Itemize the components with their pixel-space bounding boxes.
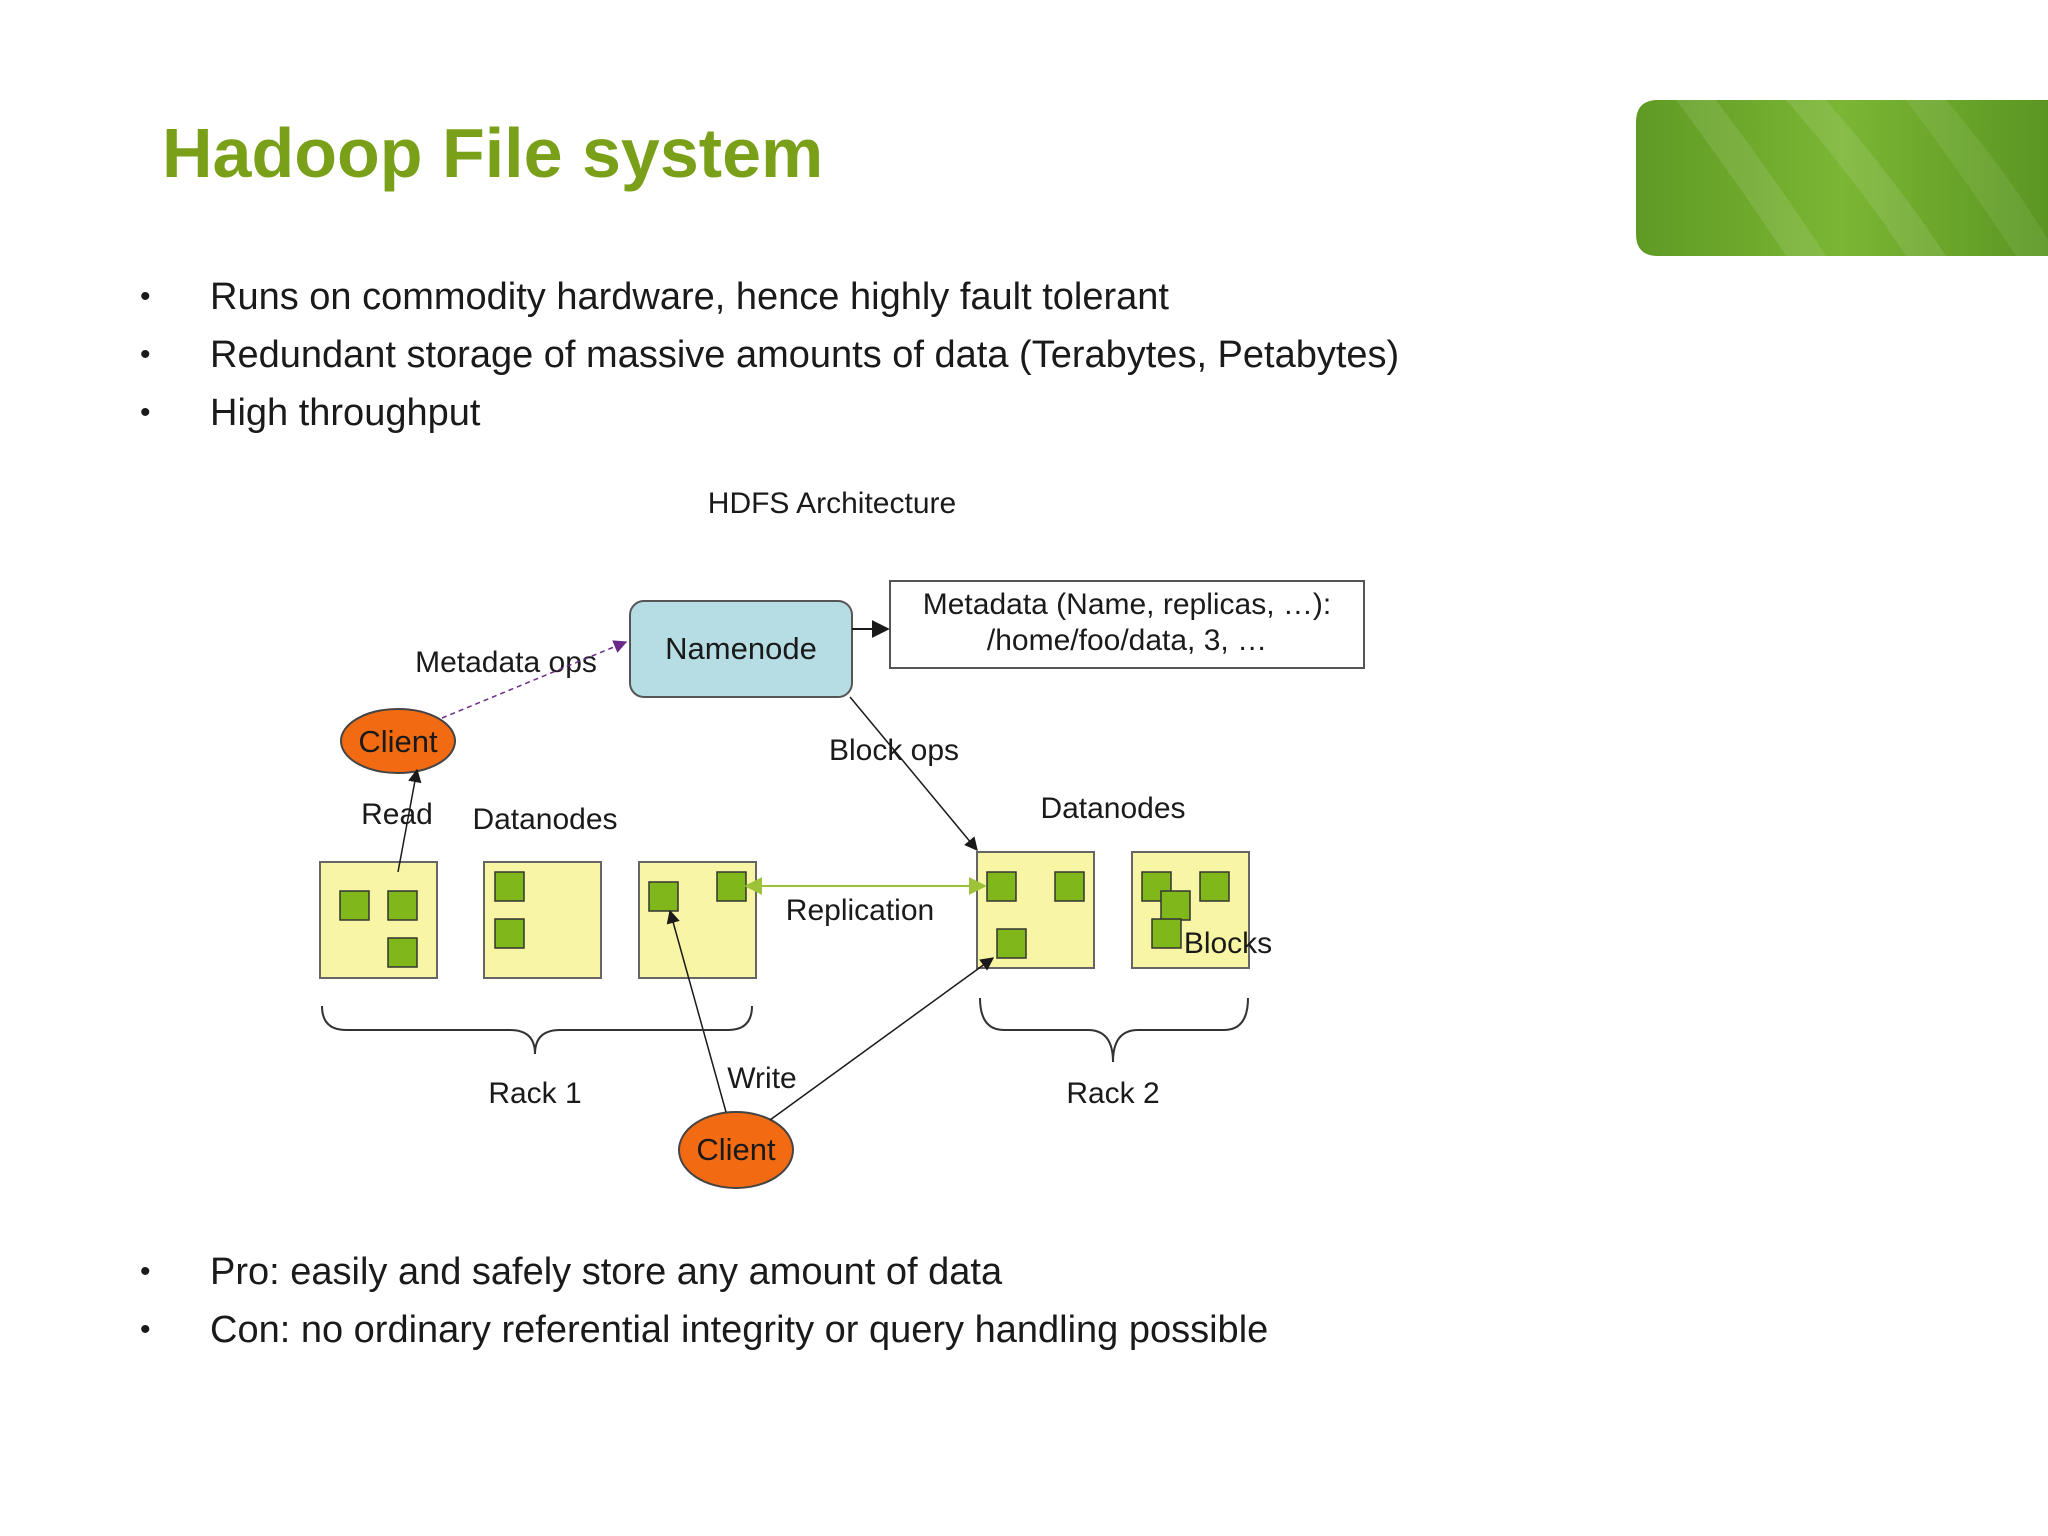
block — [716, 871, 747, 902]
block — [339, 890, 370, 921]
bullet-text: Runs on commodity hardware, hence highly… — [210, 276, 1169, 318]
bullet-marker: • — [140, 396, 151, 429]
read-arrow — [397, 768, 422, 873]
datanodes-label-rack2: Datanodes — [1040, 792, 1185, 825]
metadata-text-line2: /home/foo/data, 3, … — [987, 624, 1267, 657]
metadata-ops-arrow — [441, 640, 628, 719]
namenode-box — [629, 600, 853, 698]
rack2-label: Rack 2 — [1066, 1077, 1159, 1110]
bullet-marker: • — [140, 1255, 151, 1288]
bullet-list-top: • Runs on commodity hardware, hence high… — [0, 268, 2048, 442]
client-top-label: Client — [358, 724, 438, 759]
block — [1151, 918, 1182, 949]
write-arrow-to-rack2 — [769, 957, 995, 1121]
metadata-text-line1: Metadata (Name, replicas, …): — [923, 588, 1331, 621]
datanodes-label-rack1: Datanodes — [472, 803, 617, 836]
block — [986, 871, 1017, 902]
bullet-item: • Runs on commodity hardware, hence high… — [0, 268, 2048, 326]
block — [996, 928, 1027, 959]
bullet-item: • Redundant storage of massive amounts o… — [0, 326, 2048, 384]
bullet-item: • High throughput — [0, 384, 2048, 442]
block — [387, 937, 418, 968]
rack1-label: Rack 1 — [488, 1077, 581, 1110]
block-ops-arrow — [849, 696, 978, 852]
rack1-brace — [321, 1005, 753, 1055]
slide-title: Hadoop File system — [162, 114, 824, 192]
bullet-text: Con: no ordinary referential integrity o… — [210, 1309, 1269, 1351]
diagram-title: HDFS Architecture — [708, 487, 956, 520]
decorative-green-band — [1636, 100, 2048, 256]
write-arrow-to-rack1 — [666, 909, 727, 1113]
bullet-marker: • — [140, 280, 151, 313]
bullet-marker: • — [140, 338, 151, 371]
client-bottom-label: Client — [696, 1132, 776, 1167]
blocks-label: Blocks — [1184, 927, 1272, 960]
namenode-label: Namenode — [665, 631, 817, 666]
bullet-text: Pro: easily and safely store any amount … — [210, 1251, 1003, 1293]
bullet-item: • Pro: easily and safely store any amoun… — [0, 1243, 2048, 1301]
block — [1199, 871, 1230, 902]
block — [494, 871, 525, 902]
rack2-brace — [979, 997, 1249, 1063]
block — [494, 918, 525, 949]
client-bottom — [678, 1111, 794, 1189]
bullet-item: • Con: no ordinary referential integrity… — [0, 1301, 2048, 1359]
datanode-rack1-1 — [319, 861, 438, 979]
read-label: Read — [361, 798, 433, 831]
block — [648, 881, 679, 912]
block — [1054, 871, 1085, 902]
bullet-list-bottom: • Pro: easily and safely store any amoun… — [0, 1243, 2048, 1359]
replication-label: Replication — [786, 894, 934, 927]
write-label: Write — [727, 1062, 796, 1095]
client-top — [340, 708, 456, 774]
bullet-text: Redundant storage of massive amounts of … — [210, 334, 1400, 376]
datanode-rack2-1 — [976, 851, 1095, 969]
bullet-marker: • — [140, 1313, 151, 1346]
block — [387, 890, 418, 921]
metadata-box — [889, 580, 1365, 669]
bullet-text: High throughput — [210, 392, 481, 434]
metadata-ops-label: Metadata ops — [415, 646, 597, 679]
block — [1160, 890, 1191, 921]
